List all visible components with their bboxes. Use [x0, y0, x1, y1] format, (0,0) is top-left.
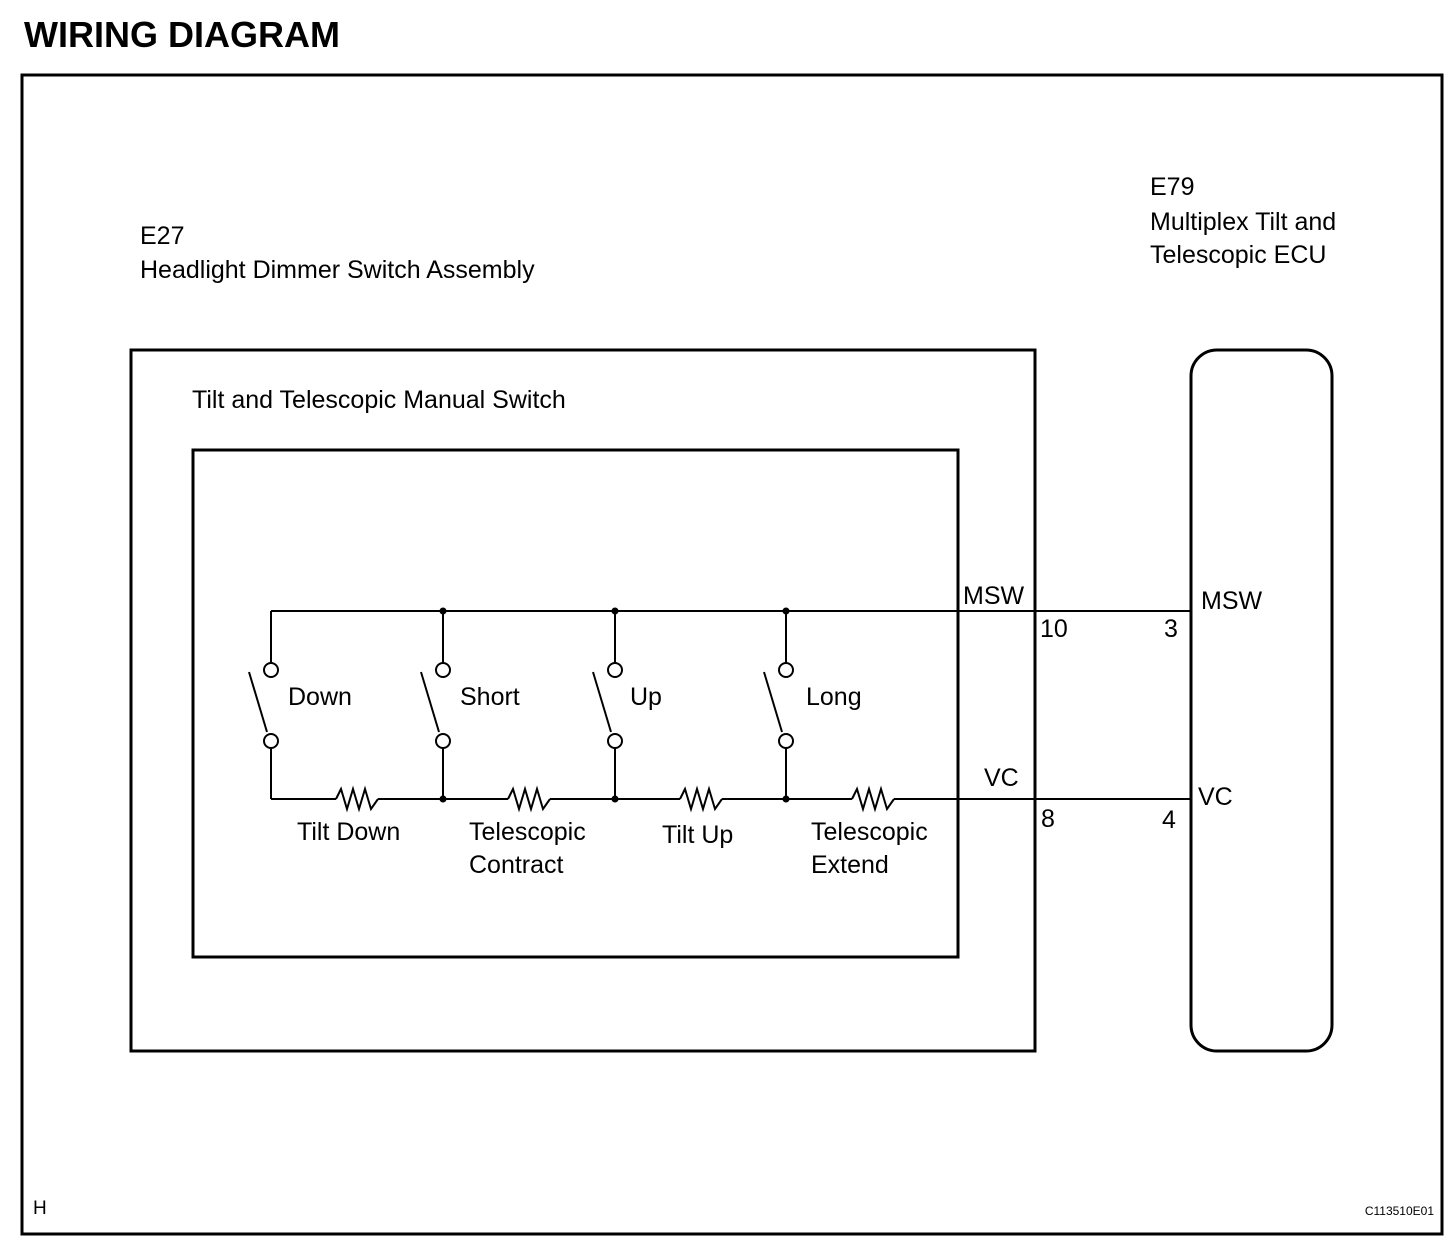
msw-label-right: MSW	[1201, 587, 1263, 615]
resistor-label-telescopic-extend-1: Telescopic	[811, 818, 928, 846]
resistor-label-telescopic-contract-2: Contract	[469, 851, 564, 879]
section-letter: H	[33, 1198, 47, 1219]
figure-code: C113510E01	[1365, 1204, 1434, 1218]
vc-label-left: VC	[984, 764, 1019, 792]
switch-up	[592, 607, 623, 803]
e79-code: E79	[1150, 173, 1194, 201]
resistor-tilt-down	[335, 785, 379, 813]
inner-switch-title: Tilt and Telescopic Manual Switch	[192, 386, 566, 414]
e79-name-line2: Telescopic ECU	[1150, 241, 1326, 269]
e27-code: E27	[140, 222, 184, 250]
page-title: WIRING DIAGRAM	[24, 14, 340, 55]
vc-label-right: VC	[1198, 783, 1233, 811]
switch-label-long: Long	[806, 683, 862, 711]
e79-name-line1: Multiplex Tilt and	[1150, 208, 1336, 236]
e27-name: Headlight Dimmer Switch Assembly	[140, 256, 535, 284]
switch-down	[248, 611, 279, 799]
e79-ecu-box	[1189, 348, 1334, 1053]
resistor-label-tilt-down: Tilt Down	[297, 818, 400, 846]
switch-label-up: Up	[630, 683, 662, 711]
resistor-label-tilt-up: Tilt Up	[662, 821, 733, 849]
msw-pin-left: 10	[1040, 615, 1068, 643]
switch-short	[420, 607, 451, 803]
resistor-telescopic-extend	[851, 785, 895, 813]
resistor-label-telescopic-extend-2: Extend	[811, 851, 889, 879]
msw-label-left: MSW	[963, 582, 1025, 610]
diagram-frame	[20, 73, 1444, 1236]
switch-label-down: Down	[288, 683, 352, 711]
manual-switch-box	[191, 448, 960, 959]
vc-pin-left: 8	[1041, 805, 1055, 833]
e27-assembly-box	[129, 348, 1037, 1053]
msw-pin-right: 3	[1164, 615, 1178, 643]
resistor-tilt-up	[679, 785, 723, 813]
vc-pin-right: 4	[1162, 806, 1176, 834]
resistor-label-telescopic-contract-1: Telescopic	[469, 818, 586, 846]
resistor-telescopic-contract	[507, 785, 551, 813]
switch-long	[763, 607, 794, 803]
switch-label-short: Short	[460, 683, 520, 711]
